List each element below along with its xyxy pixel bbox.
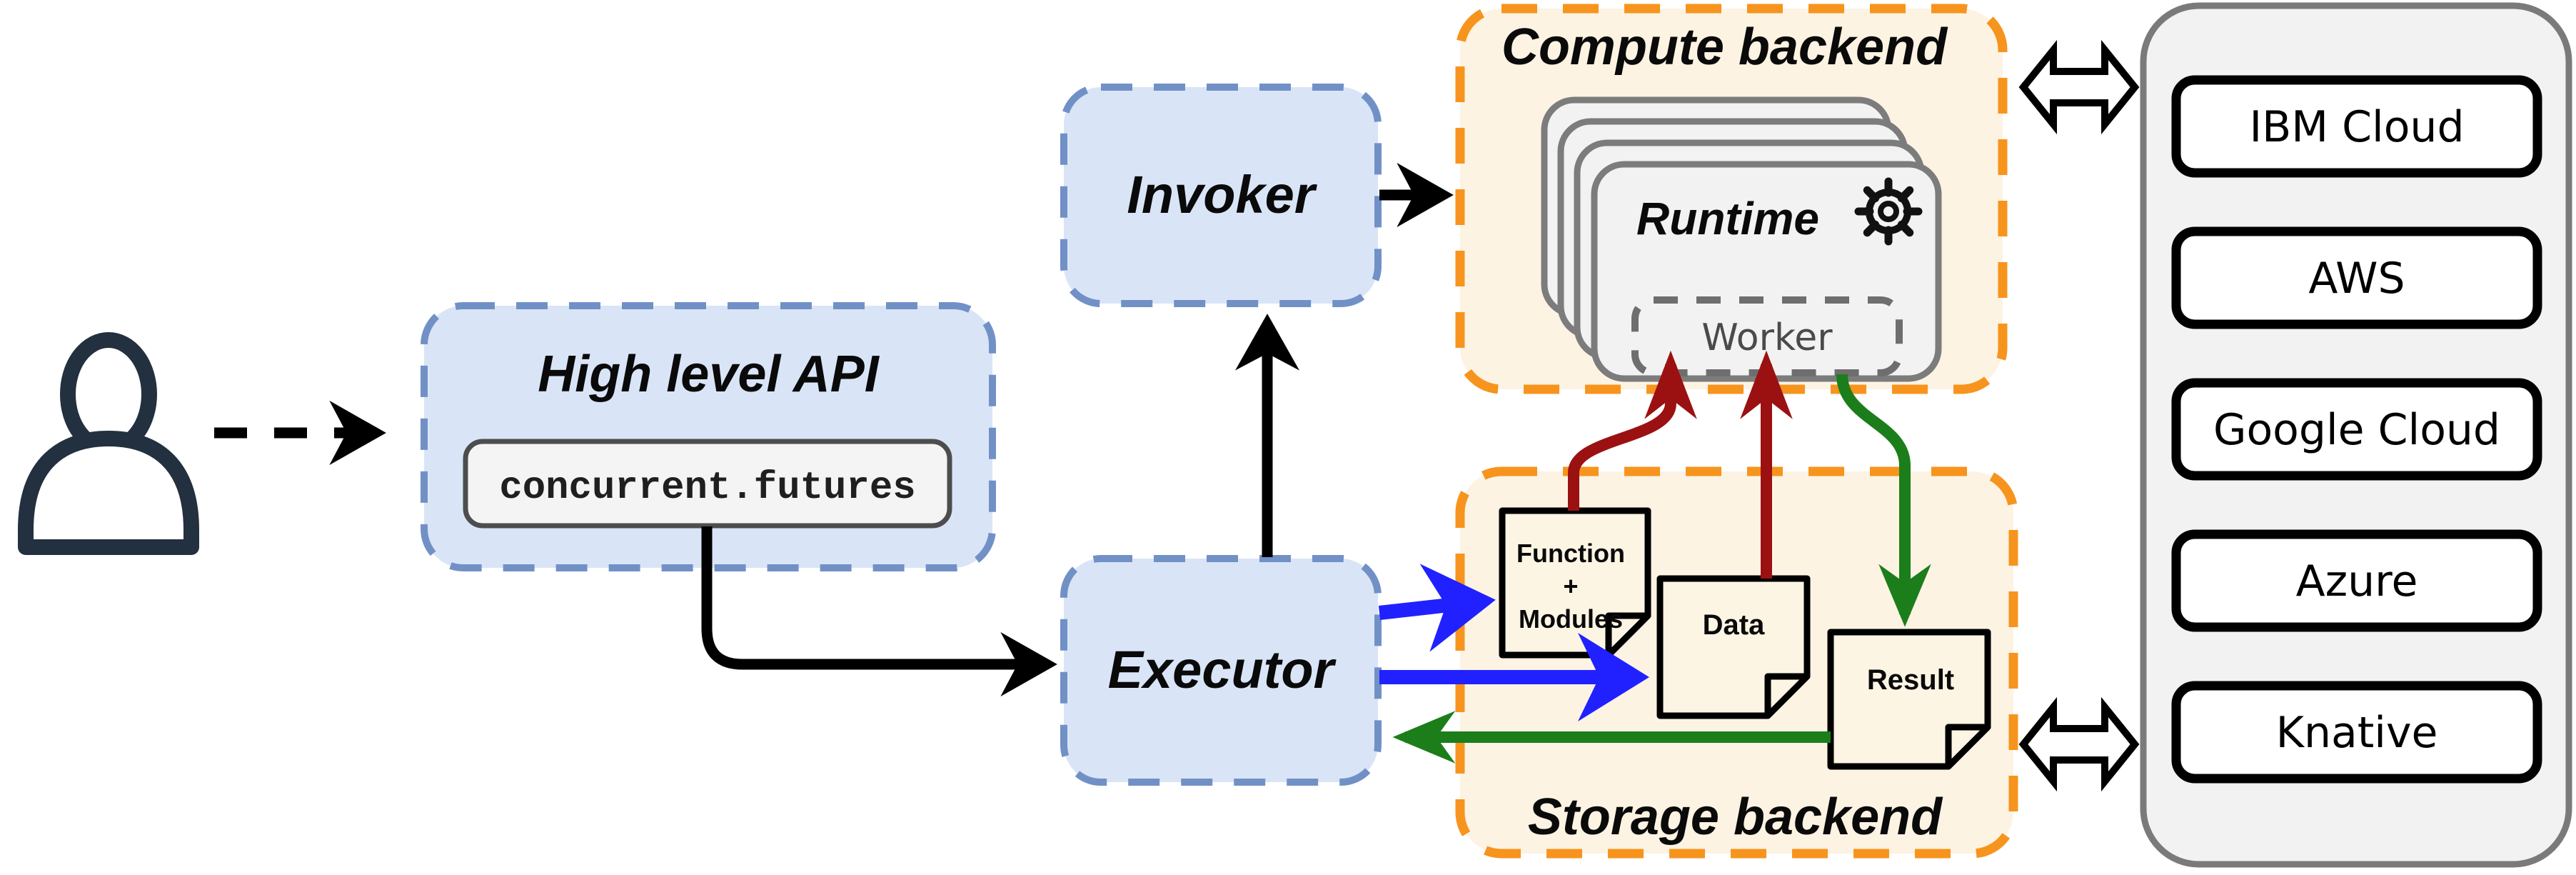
provider-google-cloud: Google Cloud	[2171, 378, 2542, 481]
compute-panel-double-arrow-icon	[2018, 39, 2140, 135]
provider-knative-label: Knative	[2276, 708, 2438, 758]
storage-panel-double-arrow-icon	[2018, 696, 2140, 792]
invoker-box: Invoker	[1060, 84, 1382, 307]
provider-ibm-cloud: IBM Cloud	[2171, 75, 2542, 178]
provider-aws-label: AWS	[2308, 254, 2405, 304]
doc-function-modules: Function + Modules	[1499, 507, 1651, 659]
provider-google-cloud-label: Google Cloud	[2213, 405, 2500, 455]
high-level-api-box: High level API concurrent.futures	[421, 302, 996, 571]
concurrent-futures-box	[463, 439, 952, 529]
doc-data: Data	[1656, 575, 1811, 719]
doc-result-label: Result	[1867, 664, 1954, 696]
worker-to-result-arrow	[1836, 374, 1931, 627]
person-icon	[18, 332, 199, 555]
doc-function-line3: Modules	[1519, 604, 1623, 634]
provider-azure-label: Azure	[2296, 556, 2418, 606]
provider-aws: AWS	[2171, 226, 2542, 329]
invoker-label: Invoker	[1127, 165, 1317, 224]
storage-backend-title: Storage backend	[1528, 789, 1943, 846]
compute-backend-box: Compute backend Runtime	[1455, 4, 2008, 394]
runtime-stack: Runtime Worker	[1541, 96, 1942, 382]
doc-data-label: Data	[1703, 609, 1765, 641]
provider-knative: Knative	[2171, 681, 2542, 784]
gear-icon	[1854, 177, 1923, 246]
executor-box: Executor	[1060, 555, 1382, 786]
cloud-providers-panel: IBM Cloud AWS Google Cloud Azure Knative	[2140, 2, 2572, 868]
provider-ibm-cloud-label: IBM Cloud	[2249, 102, 2464, 152]
doc-function-line1: Function	[1516, 539, 1625, 568]
concurrent-futures-label: concurrent.futures	[499, 466, 915, 510]
compute-backend-title: Compute backend	[1501, 19, 1948, 76]
provider-azure: Azure	[2171, 529, 2542, 632]
high-level-api-title: High level API	[538, 346, 880, 403]
executor-label: Executor	[1108, 640, 1337, 699]
function-to-worker-arrow	[1568, 350, 1697, 511]
api-to-executor-arrow	[701, 526, 1057, 696]
doc-function-line2: +	[1563, 571, 1578, 601]
worker-label: Worker	[1701, 316, 1833, 359]
runtime-label: Runtime	[1636, 193, 1819, 244]
doc-result: Result	[1827, 629, 1991, 770]
executor-to-function-arrow	[1378, 564, 1496, 652]
